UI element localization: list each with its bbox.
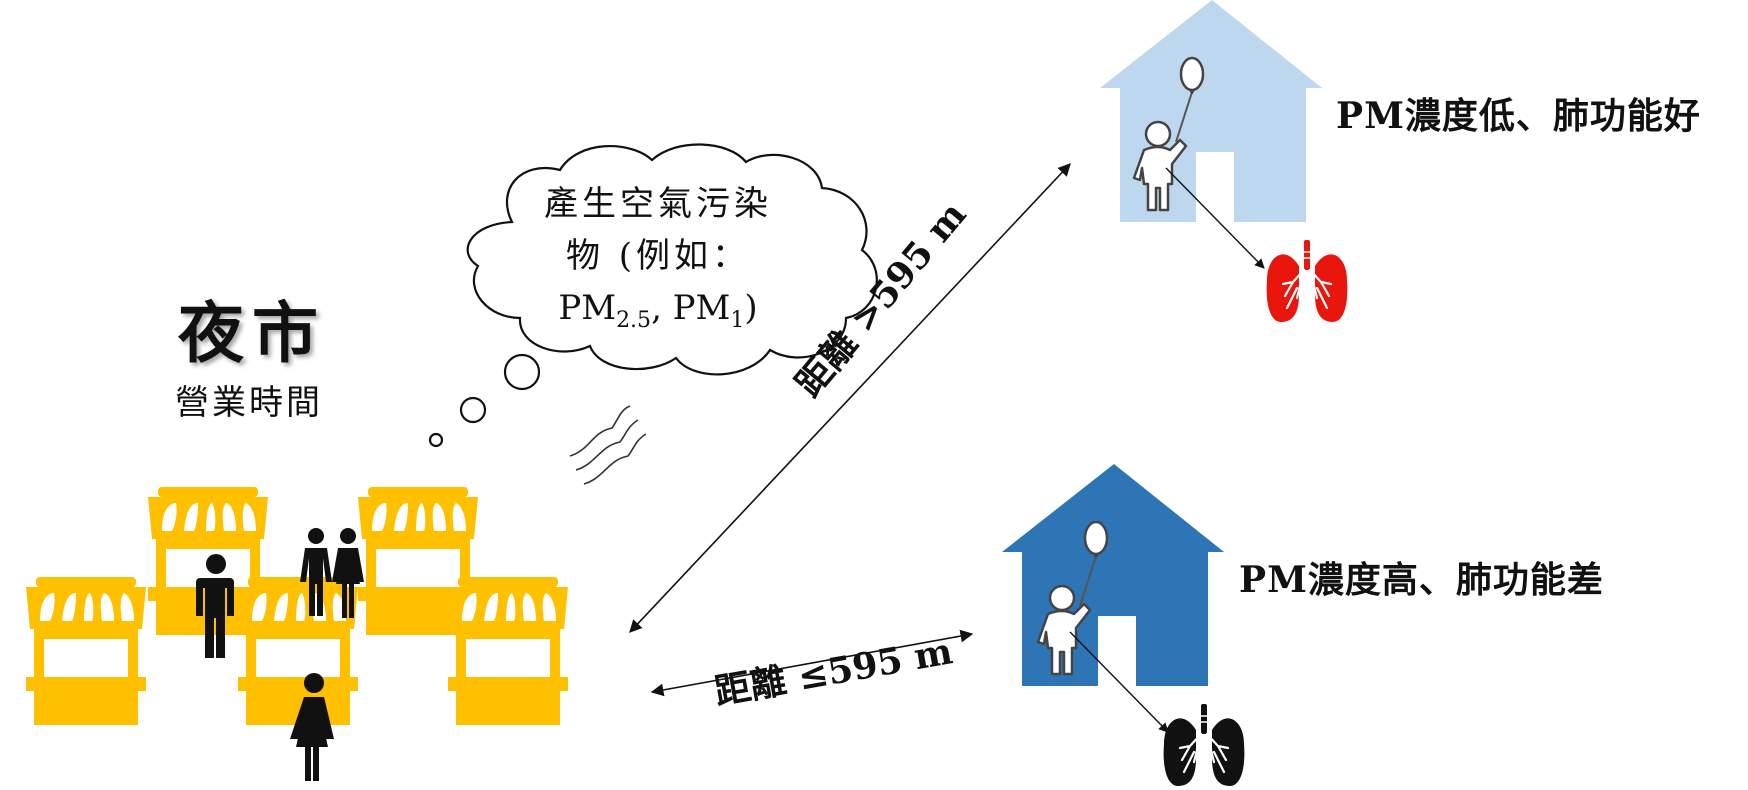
house-near (1002, 464, 1246, 788)
pm1-subscript: 1 (730, 308, 745, 333)
thought-bubble-dot (459, 396, 487, 424)
cloud-line-1: 產生空氣污染 (544, 184, 772, 224)
couple-icon (300, 528, 364, 618)
cloud-text: 產生空氣污染 物 (例如： PM2.5, PM1) (498, 178, 818, 347)
thought-bubble-dot (428, 432, 444, 448)
red-lungs-icon (1265, 238, 1349, 324)
pm-suffix: ) (744, 288, 758, 328)
far-house-label: PM濃度低、肺功能好 (1336, 95, 1701, 137)
night-market-stalls (26, 487, 568, 725)
business-hours-label: 營業時間 (175, 383, 323, 423)
cloud-line-2: 物 (例如： (565, 236, 751, 276)
distance-arrow-near (650, 629, 974, 697)
people-silhouettes (196, 528, 364, 781)
market-stall-icon (238, 577, 358, 725)
market-stall-icon (448, 577, 568, 725)
smoke-lines-icon (569, 405, 647, 485)
pm-middle: , PM (651, 288, 731, 328)
woman-icon (290, 673, 334, 781)
night-market-title: 夜市 (178, 294, 326, 372)
house-far (1100, 0, 1349, 324)
black-lungs-icon (1162, 702, 1246, 788)
exposure-arrow (1165, 167, 1265, 269)
exposure-arrow (1069, 631, 1169, 733)
cloud-line-3: PM2.5, PM1) (498, 282, 818, 347)
near-house-label: PM濃度高、肺功能差 (1239, 559, 1604, 601)
man-icon (196, 554, 234, 658)
distance-arrow-far (629, 163, 1071, 633)
thought-bubble-dot (503, 353, 541, 391)
pm-prefix: PM (558, 288, 617, 328)
pm25-subscript: 2.5 (616, 308, 652, 333)
market-stall-icon (26, 577, 146, 725)
